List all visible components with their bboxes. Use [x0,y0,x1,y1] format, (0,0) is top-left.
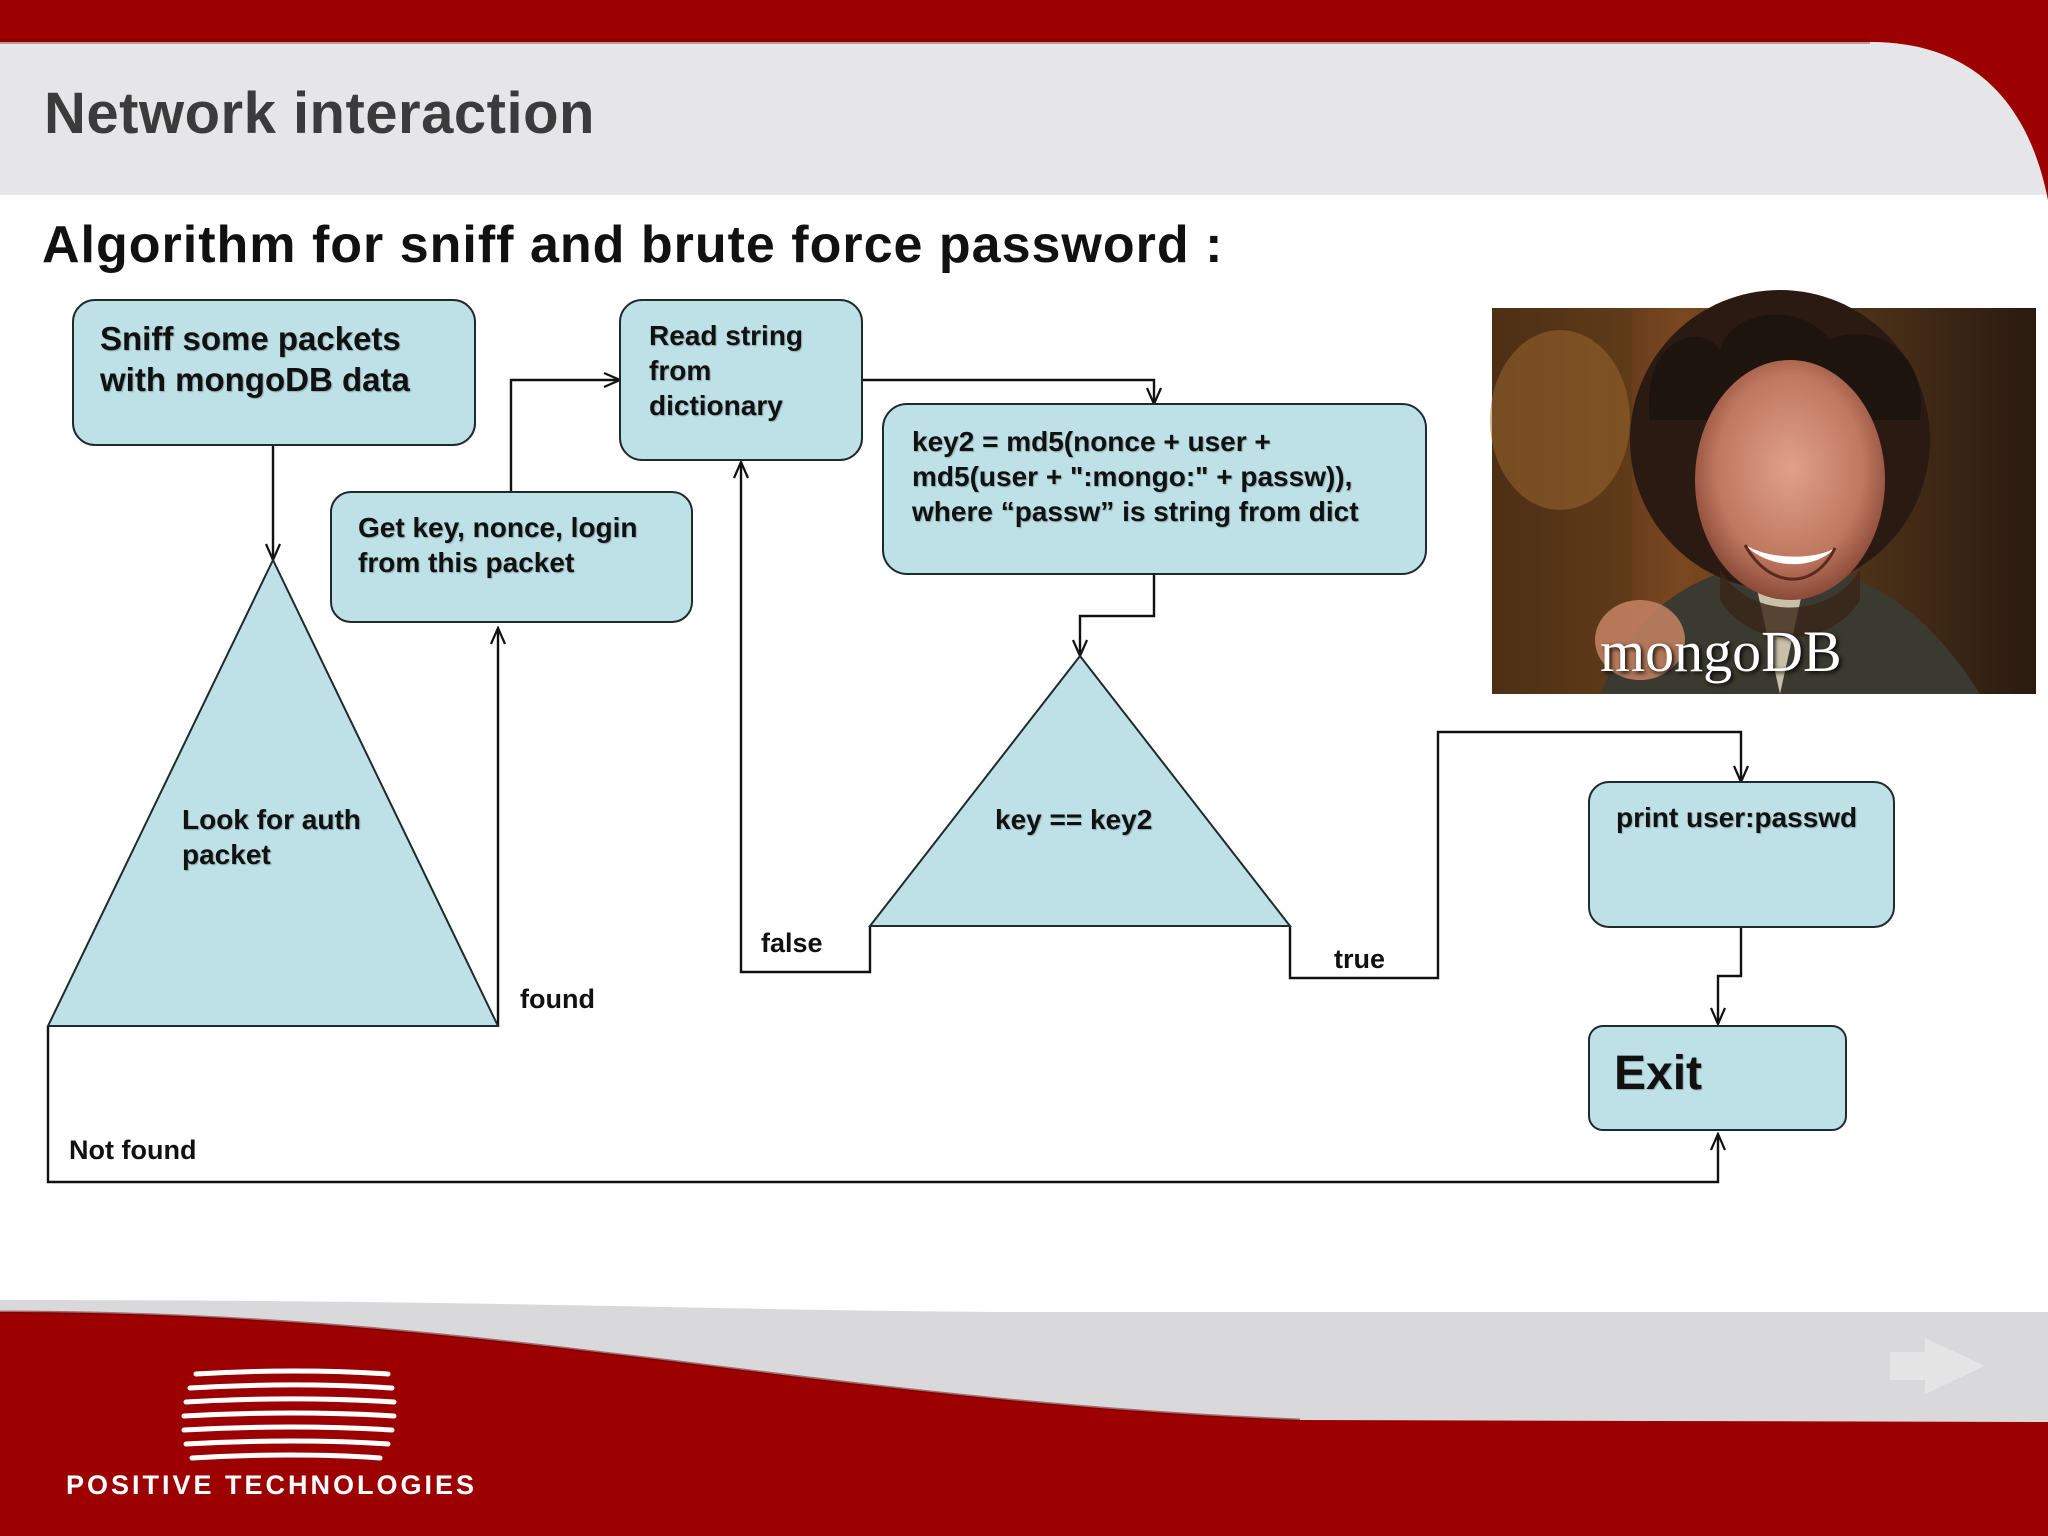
edge-label-true: true [1334,944,1386,974]
node-exit-label: Exit [1614,1047,1703,1100]
node-compute-key2-label: key2 = md5(nonce + user + md5(user + ":m… [912,426,1359,527]
edge-not-found [46,1026,1718,1184]
edge-label-not-found: Not found [69,1135,197,1165]
positive-technologies-logo [181,1368,397,1461]
slide-header [0,0,2048,200]
edge-compute-to-compare [1080,574,1156,656]
node-look-for-auth-label: Look for auth packet [182,804,361,870]
node-get-key-label: Get key, nonce, login from this packet [358,512,638,578]
meme-caption: mongoDB [1600,619,1842,684]
slide-footer [0,1300,2048,1536]
node-print-result [1588,781,1895,928]
node-sniff-label: Sniff some packets with mongoDB data [100,320,410,398]
meme-photo [1490,290,2036,694]
edge-get-key-to-read [509,380,620,492]
node-exit [1588,1025,1847,1131]
edge-true [1288,730,1741,980]
next-arrow-icon[interactable] [1890,1338,1985,1394]
node-compare-label: key == key2 [995,804,1153,835]
node-print-result-label: print user:passwd [1616,802,1858,833]
flow-nodes [46,299,1895,1131]
slide-subtitle: Algorithm for sniff and brute force pass… [42,216,1224,274]
page-title: Network interaction [44,81,595,146]
node-read-string-label: Read string from dictionary [649,320,804,421]
node-sniff [72,299,476,446]
node-compare [867,654,1293,927]
flow-connectors [46,378,1743,1184]
edge-print-to-exit [1718,926,1743,1024]
node-look-for-auth [46,557,500,1027]
brand-name: POSITIVE TECHNOLOGIES [66,1470,478,1500]
edge-label-found: found [520,984,595,1014]
node-compute-key2 [882,403,1427,575]
edge-label-false: false [761,928,823,958]
edge-false [741,462,872,974]
node-get-key [330,491,693,623]
node-read-string [619,299,863,461]
edge-read-to-compute [862,378,1154,404]
